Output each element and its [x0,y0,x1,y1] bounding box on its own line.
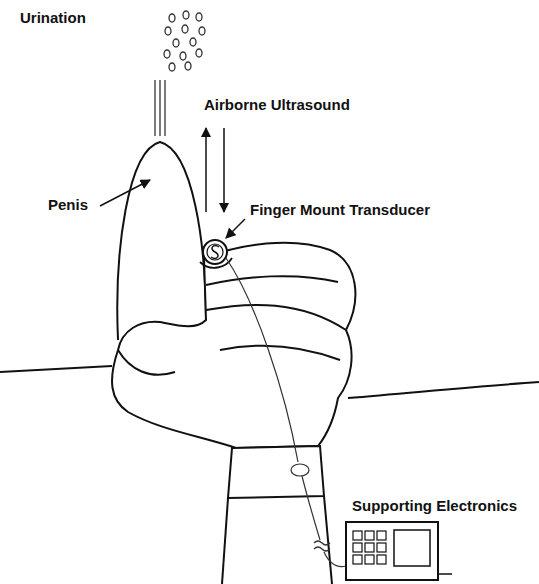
figure-label: Urination [20,9,86,27]
urine-droplets [164,11,205,71]
urine-stream [155,80,165,136]
hand-outline [112,243,355,448]
ultrasound-arrow-down [223,128,225,212]
transducer-wire [226,258,346,567]
electronics-unit [346,522,452,580]
part-label: Penis [48,196,88,214]
ultrasound-arrow-up [205,128,207,212]
penis-outline [117,142,206,340]
part-label: Supporting Electronics [352,497,517,515]
signal-label: Airborne Ultrasound [204,96,350,114]
leader-arrow [100,180,150,206]
leader-arrow [226,219,245,238]
finger-mount-transducer [200,240,232,268]
part-label: Finger Mount Transducer [250,201,430,219]
sleeve-cuff [222,446,332,584]
